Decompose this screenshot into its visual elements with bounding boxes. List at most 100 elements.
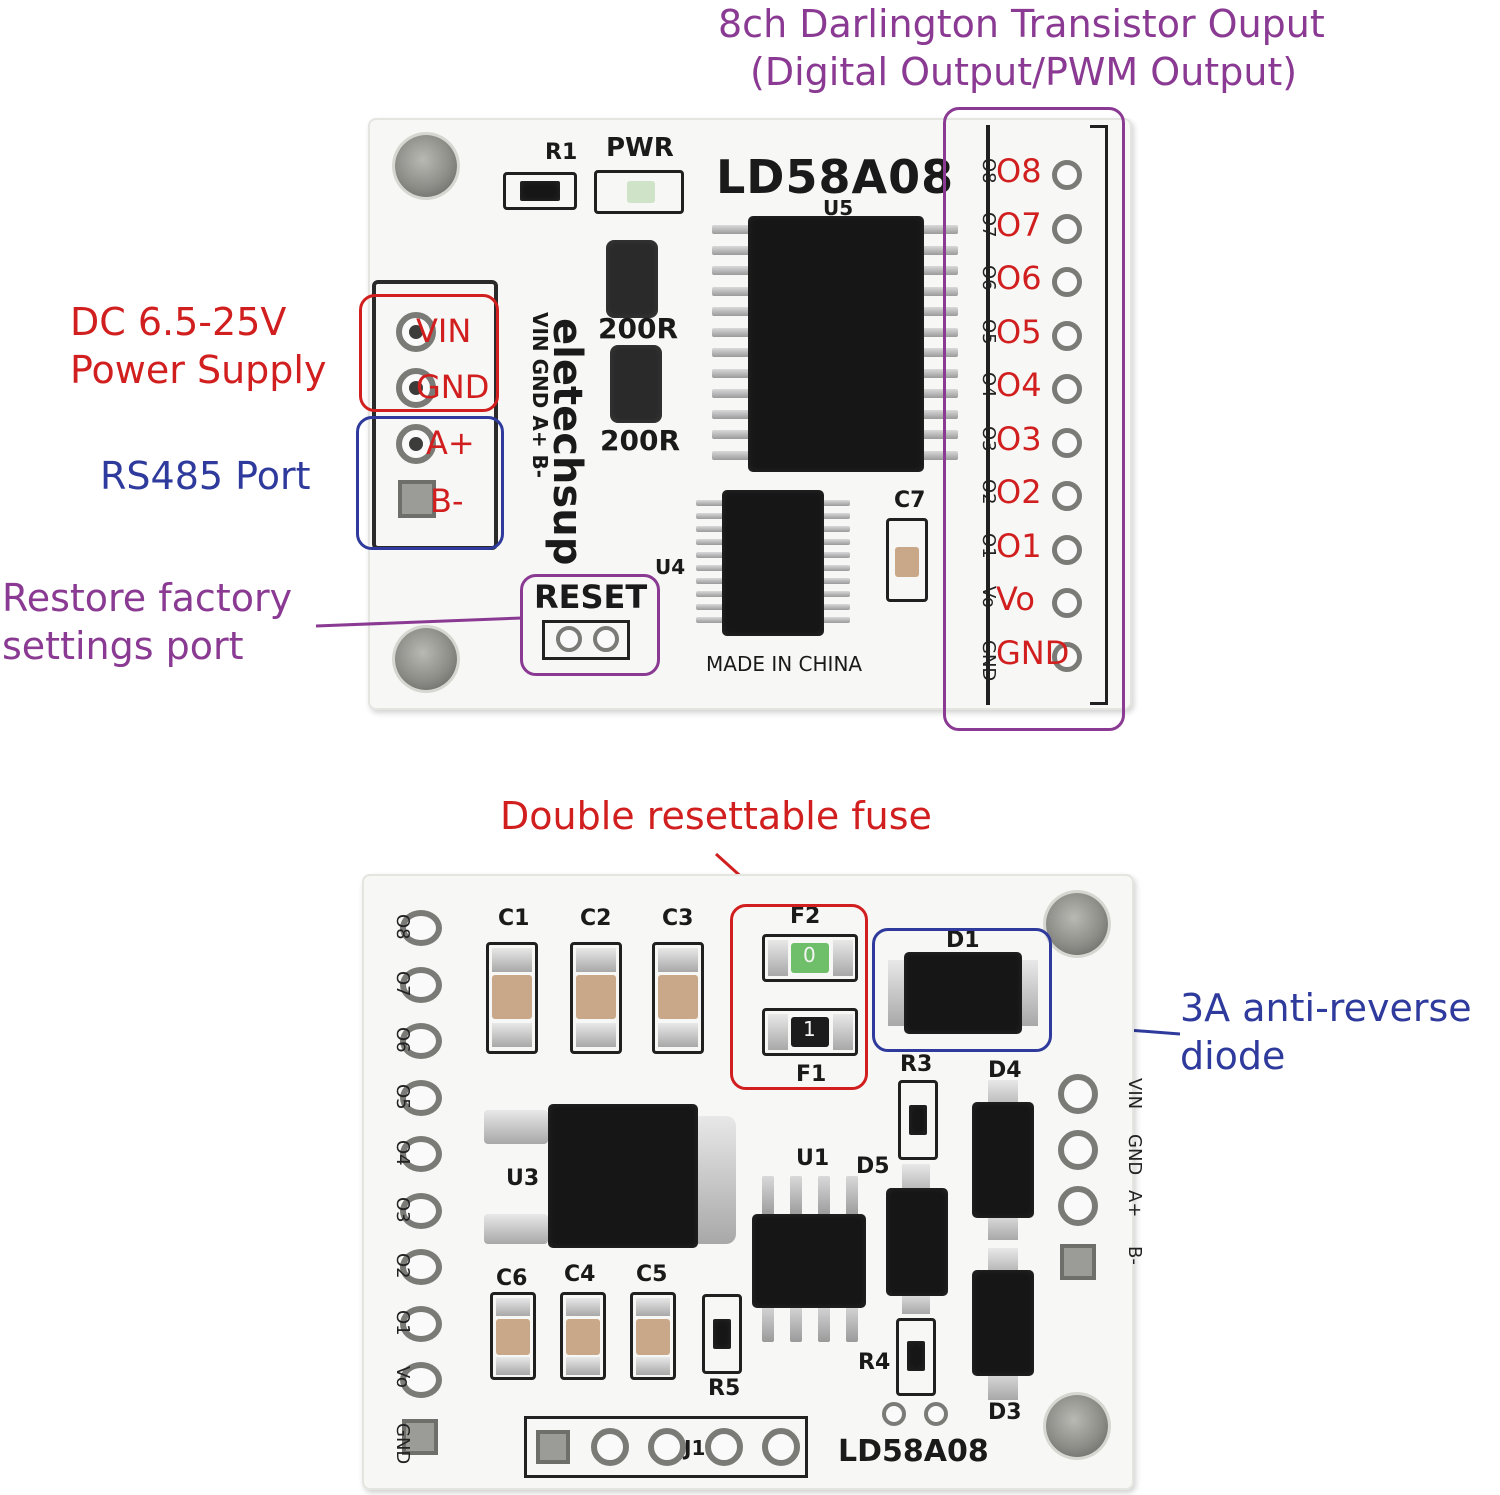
b-minus-pad: [398, 480, 436, 518]
output-label-4: O4: [996, 366, 1042, 404]
bottom-left-pad: [400, 1249, 442, 1285]
power-annotation-line1: DC 6.5-25V: [70, 300, 287, 344]
a-plus-pad: [396, 424, 436, 464]
ic-pin: [918, 225, 958, 234]
bottom-left-pad: [400, 1079, 442, 1116]
f2-mark: 0: [803, 943, 816, 967]
f1-fuse: 1: [762, 1008, 858, 1056]
bottom-right-pad: [1058, 1074, 1098, 1114]
ic-pin: [818, 500, 850, 506]
u4-chip: [722, 490, 824, 636]
ic-pin: [918, 430, 958, 439]
ic-pin: [818, 513, 850, 519]
c1-label: C1: [498, 906, 530, 931]
ic-pin: [818, 578, 850, 584]
ic-pin: [696, 617, 728, 623]
output-label-6: O2: [996, 473, 1042, 511]
output-label-3: O5: [996, 312, 1042, 351]
bottom-right-pad: [1058, 1186, 1098, 1226]
output-label-7: O1: [996, 526, 1042, 565]
d1-diode: [904, 952, 1022, 1034]
ic-pin: [818, 1176, 830, 1216]
f1-mark: 1: [803, 1017, 816, 1041]
res-value-label-1: 200R: [598, 312, 679, 345]
bottom-model-label: LD58A08: [838, 1434, 989, 1469]
output-label-9: GND: [996, 633, 1070, 672]
ic-pin: [818, 1304, 830, 1342]
ic-pin: [696, 552, 728, 558]
c3-capacitor: [652, 942, 704, 1054]
ic-pin: [696, 591, 728, 597]
r1-resistor: [503, 172, 577, 210]
mounting-hole: [1046, 1395, 1108, 1457]
fuse-annotation-box: [730, 904, 868, 1090]
ic-pin: [712, 368, 752, 378]
ic-pin: [696, 513, 728, 519]
output-pad: [1052, 588, 1082, 618]
ic-pin: [712, 409, 752, 419]
r5-resistor: [702, 1294, 742, 1374]
bottom-left-square-pad: [402, 1418, 438, 1455]
d4-diode: [972, 1102, 1034, 1218]
d1-label: D1: [946, 928, 980, 953]
diode-annotation-line2: diode: [1180, 1034, 1286, 1078]
reset-header: [542, 620, 630, 660]
c6-label: C6: [496, 1266, 528, 1291]
output-pad: [1052, 481, 1082, 511]
ic-pin: [846, 1304, 858, 1342]
ic-pin: [918, 450, 958, 460]
bottom-left-pad: [400, 1136, 442, 1172]
ic-pin: [818, 591, 850, 597]
ic-pin: [918, 409, 958, 419]
ic-pin: [696, 539, 728, 545]
mounting-hole: [1046, 893, 1108, 955]
f2-fuse: 0: [762, 934, 858, 982]
ic-pin: [712, 348, 752, 357]
u3-tab: [484, 1110, 548, 1144]
ic-pin: [818, 604, 850, 610]
pwr-led: [594, 170, 684, 214]
c4-label: C4: [564, 1262, 596, 1287]
output-title-line1: 8ch Darlington Transistor Ouput: [718, 2, 1325, 46]
bottom-left-label-3: O5: [392, 1083, 413, 1110]
u3-regulator: [548, 1104, 698, 1248]
output-pad: [1052, 320, 1082, 351]
j1-pad: [648, 1428, 686, 1466]
c2-label: C2: [580, 906, 612, 931]
c6-capacitor: [490, 1292, 536, 1380]
output-strip-line: [986, 125, 990, 705]
r4-label: R4: [858, 1350, 891, 1375]
top-model-label: LD58A08: [716, 150, 955, 204]
c7-capacitor: [886, 518, 928, 602]
diode-annotation-line1: 3A anti-reverse: [1180, 986, 1472, 1030]
output-label-1: O7: [996, 205, 1042, 244]
c5-capacitor: [630, 1292, 676, 1380]
ic-pin: [712, 327, 752, 337]
ic-pin: [918, 245, 958, 255]
ic-pin: [712, 430, 752, 439]
f1-label: F1: [796, 1062, 827, 1087]
d3-diode: [972, 1270, 1034, 1376]
u5-chip: [748, 216, 924, 472]
ic-pin: [918, 368, 958, 378]
j1-pad: [705, 1428, 743, 1466]
bottom-right-pad: [1058, 1130, 1098, 1170]
u1-chip: [752, 1214, 866, 1308]
d3-label: D3: [988, 1400, 1022, 1425]
diode-annotation-box: [872, 928, 1052, 1052]
ic-pin: [818, 552, 850, 558]
output-label-0: O8: [996, 152, 1042, 190]
j1-header: [524, 1416, 808, 1478]
bottom-left-label-0: O8: [392, 914, 413, 940]
pin-label-gnd: GND: [416, 368, 490, 406]
c5-label: C5: [636, 1262, 668, 1287]
ic-pin: [762, 1304, 774, 1342]
ic-pin: [818, 539, 850, 545]
r1-label: R1: [545, 140, 578, 165]
mounting-hole: [395, 628, 457, 690]
ic-pin: [846, 1176, 858, 1216]
bottom-left-pad: [400, 1362, 442, 1398]
bottom-left-label-8: Vo: [392, 1366, 413, 1388]
bottom-right-label-3: B-: [1124, 1246, 1145, 1265]
ic-pin: [712, 389, 752, 398]
